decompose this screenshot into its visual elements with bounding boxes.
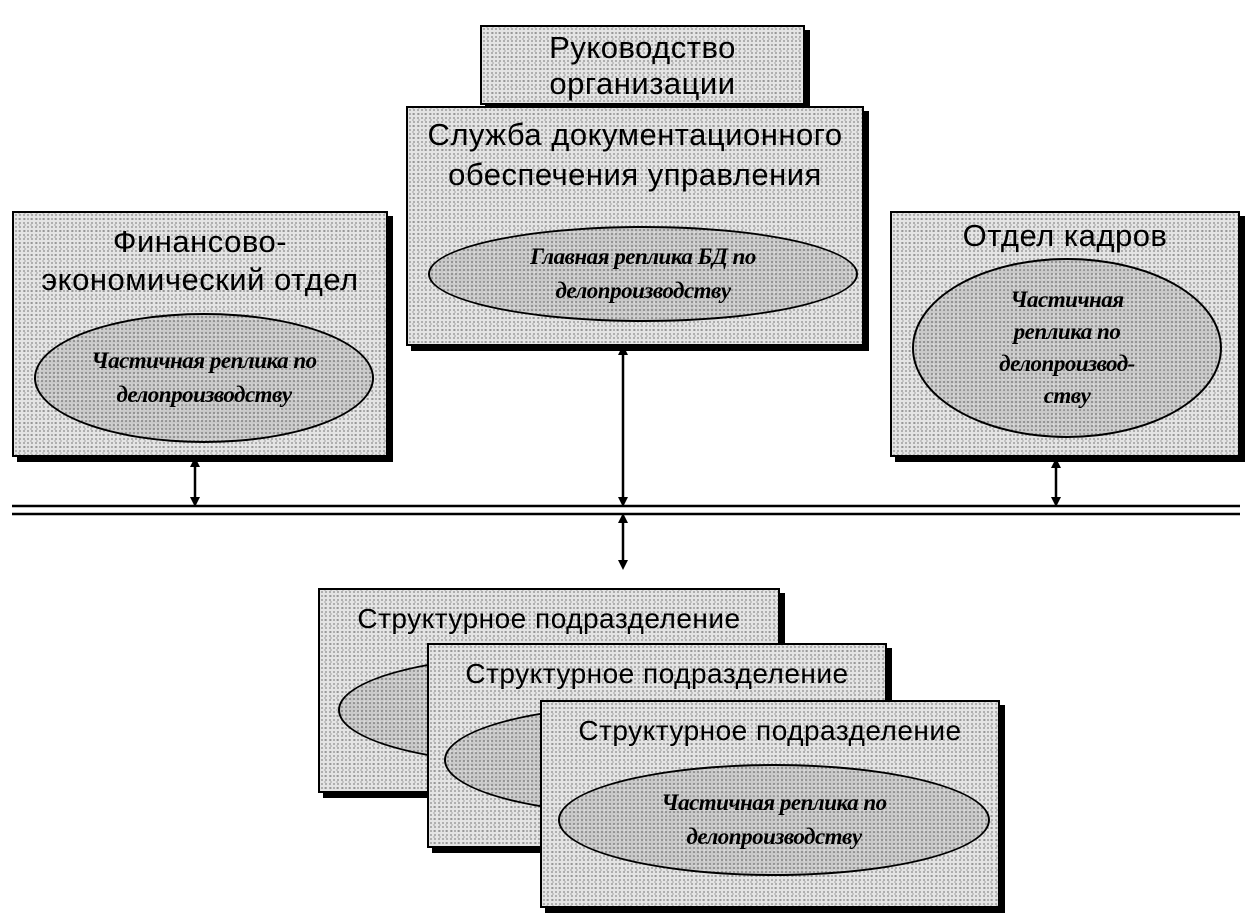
structural-unit-replica-label-line2: делопроизводству <box>686 824 862 849</box>
finance-dept-title-line1: Финансово- <box>112 224 288 259</box>
hr-replica-ellipse: Частичная реплика по делопроизвод- ству <box>912 258 1222 438</box>
finance-dept-box: Финансово- экономический отдел Частичная… <box>12 211 388 457</box>
finance-replica-ellipse: Частичная реплика по делопроизводству <box>34 313 374 443</box>
doc-service-box: Служба документационного обеспечения упр… <box>406 106 864 346</box>
hr-replica-label-line3: делопроизвод- <box>999 351 1135 376</box>
main-replica-ellipse: Главная реплика БД по делопроизводству <box>428 226 858 322</box>
hr-replica-label-line1: Частичная <box>1010 287 1124 312</box>
management-title-line2: организации <box>549 66 736 101</box>
main-replica-label-line1: Главная реплика БД по <box>530 244 756 269</box>
structural-unit-1-title: Структурное подразделение <box>357 603 741 634</box>
structural-unit-3-title: Структурное подразделение <box>578 715 962 746</box>
management-box: Руководство организации <box>480 25 805 105</box>
structural-unit-3-ellipse: Частичная реплика по делопроизводству <box>558 764 990 876</box>
finance-dept-title-line2: экономический отдел <box>41 262 359 297</box>
structural-unit-box-3: Структурное подразделение Частичная репл… <box>540 700 1000 908</box>
finance-replica-label-line1: Частичная реплика по <box>91 348 317 373</box>
main-replica-label-line2: делопроизводству <box>555 278 731 303</box>
doc-service-title-line2: обеспечения управления <box>448 157 822 192</box>
structural-unit-2-title: Структурное подразделение <box>465 658 849 689</box>
hr-dept-box: Отдел кадров Частичная реплика по делопр… <box>890 211 1240 457</box>
hr-replica-label-line2: реплика по <box>1013 319 1121 344</box>
management-title-line1: Руководство <box>549 30 736 65</box>
hr-dept-title: Отдел кадров <box>962 218 1168 253</box>
structural-unit-replica-label-line1: Частичная реплика по <box>661 790 887 815</box>
doc-service-title-line1: Служба документационного <box>427 117 843 152</box>
hr-replica-label-line4: ству <box>1043 383 1091 408</box>
finance-replica-label-line2: делопроизводству <box>116 382 292 407</box>
